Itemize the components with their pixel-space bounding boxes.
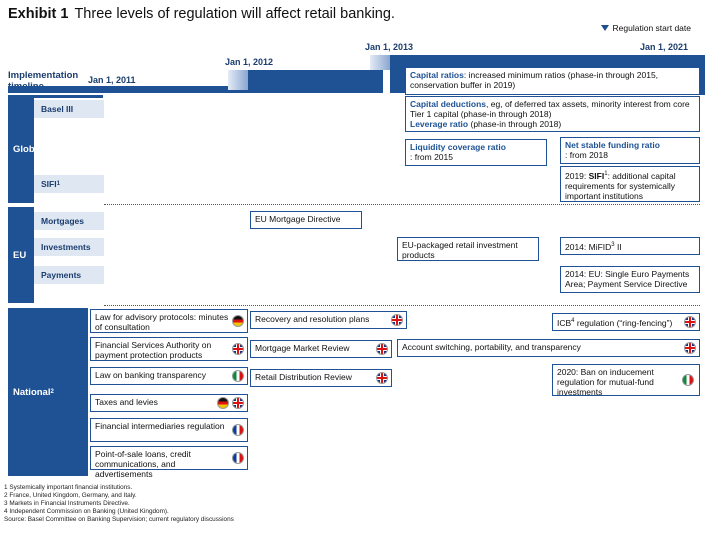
date-2012: Jan 1, 2012 xyxy=(225,57,274,67)
italy-flag-icon xyxy=(232,370,244,382)
row-payments: Payments xyxy=(34,266,104,284)
account-switching-box: Account switching, portability, and tran… xyxy=(397,339,700,357)
triangle-down-icon xyxy=(600,25,609,31)
uk-flag-icon xyxy=(232,343,244,355)
italy-flag-icon xyxy=(682,374,694,386)
band-global: Global xyxy=(8,95,43,203)
capital-ratios-box: Capital ratios: increased minimum ratios… xyxy=(405,67,700,95)
band-eu: EU xyxy=(8,207,34,303)
recovery-plans-box: Recovery and resolution plans xyxy=(250,311,407,329)
separator-eu-national xyxy=(104,305,700,306)
timeline-ramp-1 xyxy=(228,70,248,90)
eu-payments-box: 2014: EU: Single Euro Payments Area; Pay… xyxy=(560,266,700,293)
icb-box: ICB4 regulation (“ring-fencing”) xyxy=(552,313,700,331)
sifi-box: 2019: SIFI1: additional capital requirem… xyxy=(560,166,700,202)
eu-mortgage-directive-box: EU Mortgage Directive xyxy=(250,211,362,229)
band-global-ext xyxy=(8,95,103,98)
banking-transparency-box: Law on banking transparency xyxy=(90,367,248,385)
uk-flag-icon xyxy=(376,343,388,355)
row-basel: Basel III xyxy=(34,100,104,118)
uk-flag-icon xyxy=(232,397,244,409)
row-mortgages: Mortgages xyxy=(34,212,104,230)
germany-flag-icon xyxy=(232,315,244,327)
advisory-protocols-box: Law for advisory protocols: minutes of c… xyxy=(90,309,248,333)
date-2021: Jan 1, 2021 xyxy=(640,42,689,52)
taxes-levies-box: Taxes and levies xyxy=(90,394,248,412)
footnotes: 1 Systemically important financial insti… xyxy=(4,484,234,523)
timeline-bar-2 xyxy=(248,70,383,93)
timeline-bar-1 xyxy=(8,86,248,93)
inducement-box: 2020: Ban on inducement regulation for m… xyxy=(552,364,700,397)
separator-global-eu xyxy=(104,204,700,205)
eu-packaged-box: EU-packaged retail investment products xyxy=(397,237,539,261)
legend: Regulation start date xyxy=(600,23,691,33)
intermediaries-box: Financial intermediaries regulation xyxy=(90,418,248,442)
timeline-bar-3b xyxy=(390,70,405,93)
uk-flag-icon xyxy=(391,314,403,326)
timeline-bar-4 xyxy=(700,55,705,95)
timeline-bar-3 xyxy=(390,55,700,70)
nsfr-box: Net stable funding ratio: from 2018 xyxy=(560,137,700,164)
row-investments: Investments xyxy=(34,238,104,256)
fsa-box: Financial Services Authority on payment … xyxy=(90,337,248,361)
mortgage-review-box: Mortgage Market Review xyxy=(250,340,392,358)
france-flag-icon xyxy=(232,452,244,464)
france-flag-icon xyxy=(232,424,244,436)
lcr-box: Liquidity coverage ratio: from 2015 xyxy=(405,139,547,166)
uk-flag-icon xyxy=(684,342,696,354)
uk-flag-icon xyxy=(684,316,696,328)
germany-flag-icon xyxy=(217,397,229,409)
retail-review-box: Retail Distribution Review xyxy=(250,369,392,387)
timeline-ramp-2 xyxy=(370,55,390,70)
date-2011: Jan 1, 2011 xyxy=(88,75,136,85)
date-2013: Jan 1, 2013 xyxy=(365,42,414,52)
capital-deductions-box: Capital deductions, eg, of deferred tax … xyxy=(405,96,700,132)
eu-mifid-box: 2014: MiFID3 II xyxy=(560,237,700,255)
pos-loans-box: Point-of-sale loans, credit communicatio… xyxy=(90,446,248,479)
uk-flag-icon xyxy=(376,372,388,384)
